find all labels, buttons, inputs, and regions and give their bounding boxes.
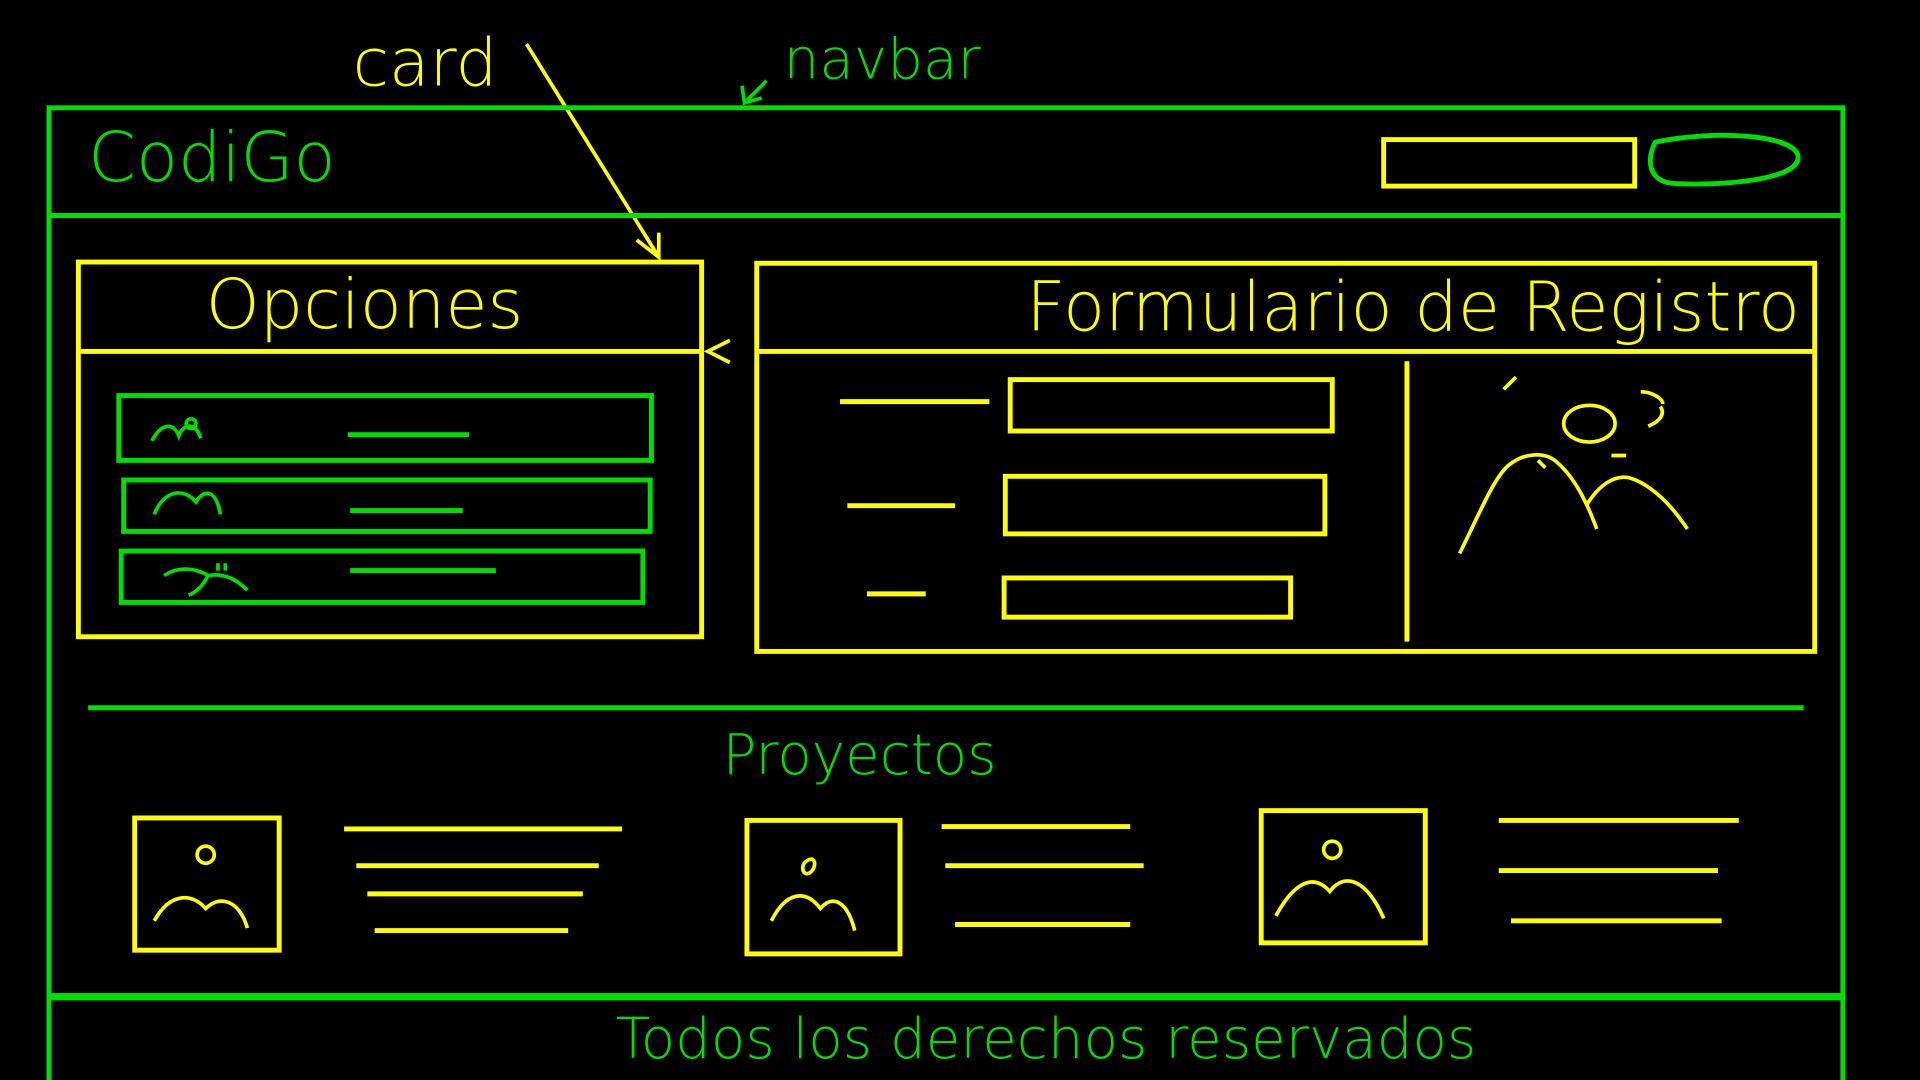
image-placeholder-icon (1457, 375, 1689, 555)
form-card-title: Formulario de Registro (1026, 268, 1800, 348)
image-placeholder-icon (1274, 839, 1386, 920)
project-item[interactable] (132, 815, 623, 953)
project-image[interactable] (132, 815, 282, 953)
option-item-frame[interactable] (118, 548, 646, 605)
projects-title: Proyectos (722, 723, 996, 788)
user-icon (163, 563, 249, 597)
form-input[interactable] (1001, 575, 1294, 620)
option-item-frame[interactable] (121, 477, 653, 534)
user-icon (150, 416, 203, 442)
form-input[interactable] (1002, 473, 1328, 537)
navbar-pill-button[interactable] (1647, 132, 1801, 187)
options-card-title: Opciones (206, 265, 524, 345)
annotation-card-arrow-left (703, 338, 731, 365)
option-item[interactable] (121, 477, 653, 534)
footer: Todos los derechos reservados (46, 995, 1846, 1080)
option-item-frame[interactable] (116, 393, 654, 463)
option-item[interactable] (118, 548, 646, 605)
project-image[interactable] (1258, 808, 1428, 946)
image-placeholder-icon (152, 844, 250, 929)
navbar: CodiGo (48, 118, 1843, 218)
navbar-search-input[interactable] (1381, 137, 1638, 189)
annotation-card-arrow (524, 43, 661, 261)
footer-text: Todos los derechos reservados (616, 1007, 1476, 1072)
project-item[interactable] (744, 817, 1144, 957)
options-card: Opciones (75, 259, 705, 640)
options-card-frame (75, 259, 705, 640)
form-card-frame (754, 260, 1818, 654)
annotation-card: card (353, 25, 498, 102)
project-image[interactable] (744, 817, 903, 957)
user-icon (152, 491, 223, 516)
image-placeholder-icon (769, 857, 857, 932)
form-input[interactable] (1007, 377, 1335, 434)
navbar-brand[interactable]: CodiGo (88, 118, 335, 198)
footer-frame (46, 995, 1846, 1080)
annotation-navbar: navbar (784, 27, 982, 92)
form-card: Formulario de Registro (754, 260, 1818, 654)
option-item[interactable] (116, 393, 654, 463)
annotation-navbar-arrow (740, 79, 768, 106)
project-item[interactable] (1258, 808, 1739, 946)
